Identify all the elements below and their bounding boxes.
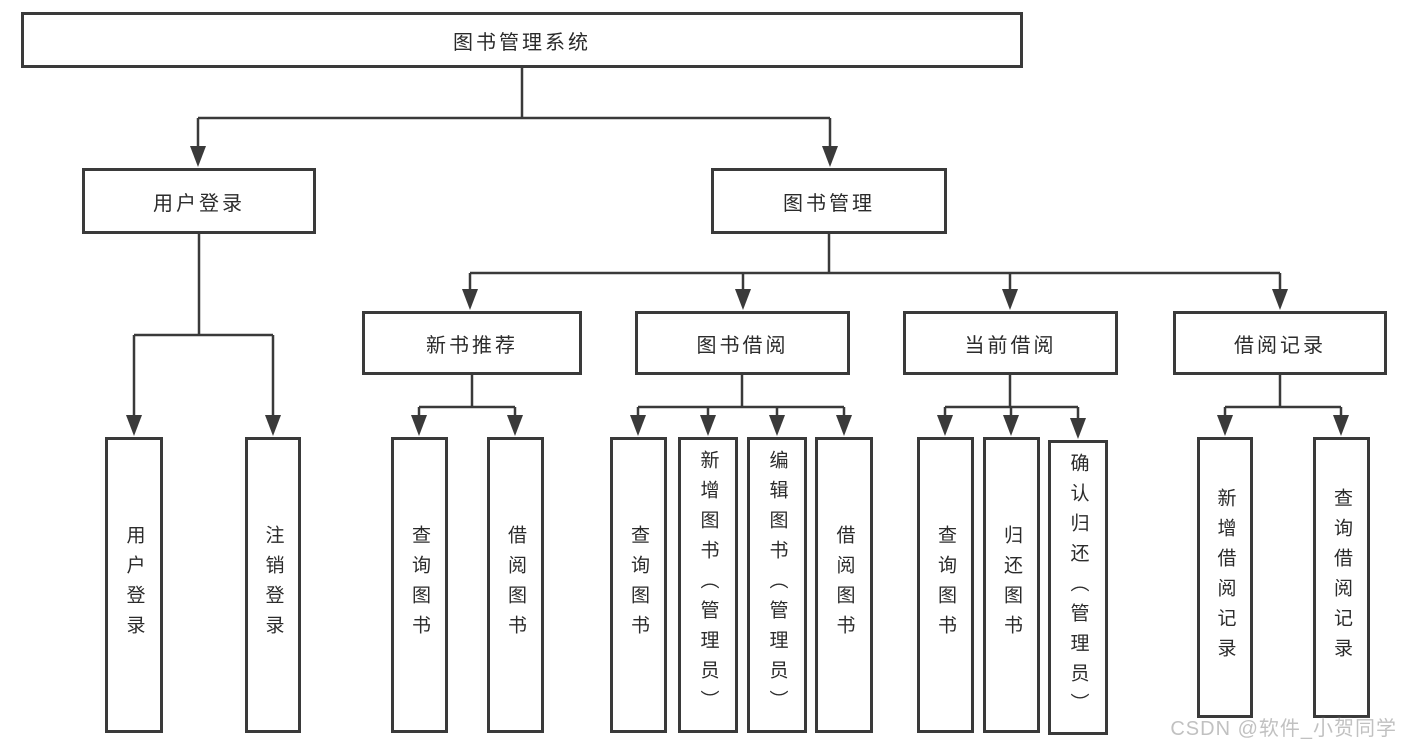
leaf-logout: 注销登录 bbox=[245, 437, 301, 733]
leaf-query-books-recommend: 查询图书 bbox=[391, 437, 448, 733]
node-label: 新增图书（管理员） bbox=[697, 450, 719, 720]
node-label: 图书管理 bbox=[783, 192, 875, 215]
node-borrowing-records: 借阅记录 bbox=[1173, 311, 1387, 375]
leaf-add-books-admin: 新增图书（管理员） bbox=[678, 437, 738, 733]
node-label: 编辑图书（管理员） bbox=[766, 450, 788, 720]
node-book-borrowing: 图书借阅 bbox=[635, 311, 850, 375]
leaf-borrow-books: 借阅图书 bbox=[815, 437, 873, 733]
node-label: 新增借阅记录 bbox=[1214, 487, 1236, 668]
leaf-query-books-current: 查询图书 bbox=[917, 437, 974, 733]
node-label: 借阅图书 bbox=[833, 525, 855, 645]
node-label: 新书推荐 bbox=[426, 334, 518, 357]
node-label: 查询借阅记录 bbox=[1331, 487, 1352, 668]
node-label: 确认归还（管理员） bbox=[1067, 452, 1089, 723]
node-label: 归还图书 bbox=[1001, 525, 1022, 645]
node-label: 查询图书 bbox=[935, 525, 956, 645]
node-label: 查询图书 bbox=[409, 525, 430, 645]
leaf-add-borrow-record: 新增借阅记录 bbox=[1197, 437, 1253, 718]
node-library-management-system: 图书管理系统 bbox=[21, 12, 1023, 68]
leaf-user-login: 用户登录 bbox=[105, 437, 163, 733]
leaf-query-borrow-record: 查询借阅记录 bbox=[1313, 437, 1370, 718]
leaf-return-books: 归还图书 bbox=[983, 437, 1040, 733]
node-label: 借阅图书 bbox=[505, 525, 526, 645]
node-label: 用户登录 bbox=[153, 192, 245, 215]
node-user-login: 用户登录 bbox=[82, 168, 316, 234]
node-label: 图书借阅 bbox=[696, 334, 789, 357]
csdn-watermark: CSDN @软件_小贺同学 bbox=[1170, 718, 1397, 740]
leaf-borrow-books-recommend: 借阅图书 bbox=[487, 437, 544, 733]
node-label: 查询图书 bbox=[628, 525, 649, 645]
node-new-book-recommendation: 新书推荐 bbox=[362, 311, 582, 375]
node-label: 当前借阅 bbox=[964, 334, 1057, 357]
node-label: 用户登录 bbox=[123, 525, 145, 645]
node-book-management: 图书管理 bbox=[711, 168, 947, 234]
leaf-edit-books-admin: 编辑图书（管理员） bbox=[747, 437, 807, 733]
node-label: 借阅记录 bbox=[1234, 334, 1326, 357]
leaf-query-books-borrowing: 查询图书 bbox=[610, 437, 667, 733]
leaf-confirm-return-admin: 确认归还（管理员） bbox=[1048, 440, 1108, 735]
node-label: 注销登录 bbox=[262, 525, 284, 645]
node-current-borrowing: 当前借阅 bbox=[903, 311, 1118, 375]
node-label: 图书管理系统 bbox=[453, 31, 591, 54]
